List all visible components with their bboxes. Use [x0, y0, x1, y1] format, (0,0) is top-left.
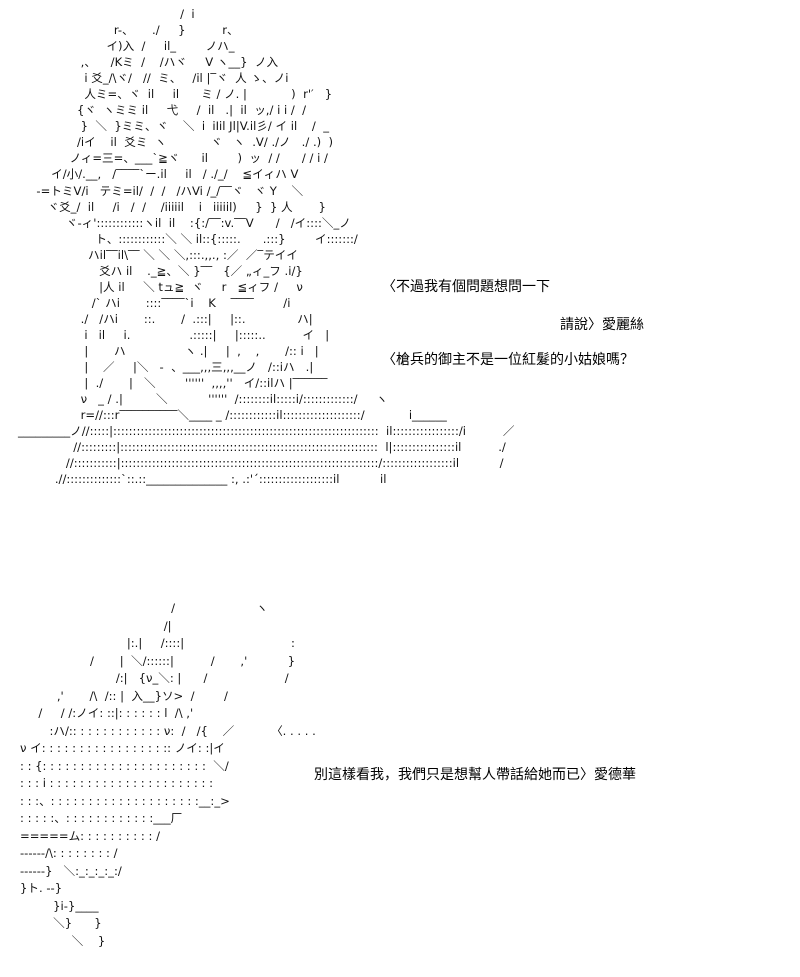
dialogue-line: 〈槍兵的御主不是一位紅髮的小姑娘嗎？ [382, 352, 634, 368]
dialogue-line: 別這樣看我，我們只是想幫人帶話給她而已〉愛德華 [314, 767, 636, 783]
ascii-art-character-top: / i r-、 ./ } r、 イ)入 / il_ ノハ_ ,、 /Kミ / /… [18, 7, 515, 487]
ascii-art-character-bottom: / ヽ /| |:.| /::::| : / | ＼/::::::| / , [20, 601, 316, 948]
dialogue-line: 〈不過我有個問題想問一下 [382, 279, 550, 295]
dialogue-line: 請說〉愛麗絲 [560, 317, 644, 333]
